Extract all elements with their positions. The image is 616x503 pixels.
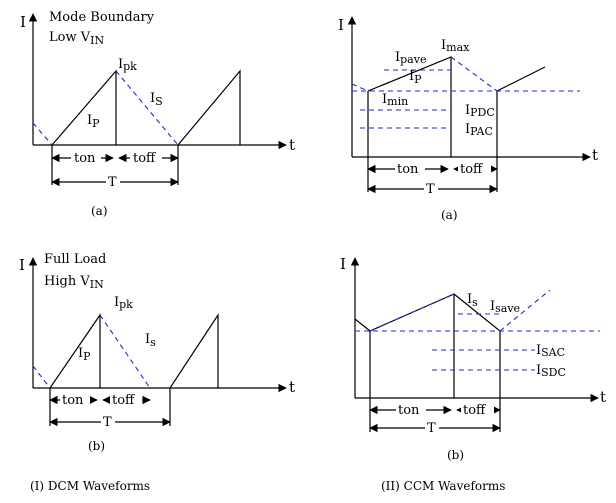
next-primary-ramp (496, 66, 546, 157)
next-primary-ramp (177, 69, 241, 146)
peak-current-label: Ipk (118, 57, 137, 73)
condition-note: Mode Boundary (49, 10, 155, 25)
primary-current-label: IP (87, 113, 100, 130)
toff-label: toff (112, 393, 136, 408)
next-primary-ramp (169, 312, 219, 389)
save-label: Isave (490, 299, 520, 315)
pdc-label: IPDC (465, 103, 495, 119)
toff-label: toff (133, 151, 157, 166)
panel-caption: (a) (91, 204, 108, 218)
ton-label: ton (398, 403, 420, 418)
x-axis-label: t (592, 146, 598, 164)
secondary-current-label: IS (150, 91, 163, 108)
y-axis-label: I (340, 255, 346, 273)
dcm-figure-caption: (I) DCM Waveforms (30, 479, 150, 493)
condition-note-vin: High VIN (44, 274, 104, 291)
panel-caption: (b) (447, 448, 464, 462)
max-current-label: Imax (441, 38, 470, 54)
ccm-panel-a: I t Imax Ipave IP Imin IPDC IPAC ton tof… (338, 16, 598, 222)
primary-current-ramp (51, 69, 117, 146)
primary-current-label: IP (409, 69, 422, 86)
min-current-label: Imin (382, 92, 408, 108)
ton-label: ton (74, 151, 96, 166)
sac-label: ISAC (536, 343, 565, 359)
pac-label: IPAC (465, 122, 493, 138)
secondary-current-ramp (115, 70, 179, 146)
x-axis-label: t (289, 378, 295, 396)
y-axis-label: I (19, 256, 25, 274)
ton-label: ton (397, 162, 419, 177)
ccm-figure-caption: (II) CCM Waveforms (381, 479, 505, 493)
dcm-panel-b: I t Full Load High VIN Ipk IP Is ton tof… (19, 252, 295, 453)
secondary-tail (351, 83, 369, 92)
period-label: T (108, 175, 117, 190)
primary-current-label: IP (78, 346, 91, 363)
y-axis-label: I (338, 16, 344, 34)
y-axis-label: I (20, 13, 26, 31)
x-axis-label: t (289, 136, 295, 154)
ccm-panel-b: I t Is Isave ISAC ISDC ton toff T (b) (340, 255, 606, 462)
secondary-current-ramp (99, 314, 151, 389)
period-label: T (427, 421, 436, 436)
pave-label: Ipave (395, 50, 426, 66)
secondary-tail (32, 122, 53, 146)
x-axis-label: t (600, 388, 606, 406)
condition-note-vin: Low VIN (49, 30, 104, 47)
panel-caption: (a) (441, 208, 458, 222)
period-label: T (426, 182, 435, 197)
panel-caption: (b) (88, 439, 105, 453)
secondary-current-ramp (450, 56, 498, 92)
toff-label: toff (463, 403, 487, 418)
next-secondary-ramp (499, 289, 551, 332)
secondary-tail (32, 365, 51, 389)
primary-dashed-overlay (369, 293, 455, 332)
period-label: T (103, 415, 112, 430)
dcm-panel-a: I t Mode Boundary Low VIN Ipk IP IS ton … (20, 10, 295, 218)
primary-current-ramp (49, 313, 101, 389)
sdc-label: ISDC (536, 363, 566, 379)
secondary-current-label: Is (467, 292, 478, 309)
peak-current-label: Ipk (114, 295, 133, 311)
condition-note: Full Load (44, 252, 106, 267)
toff-label: toff (460, 162, 484, 177)
ton-label: ton (62, 393, 84, 408)
secondary-current-label: Is (145, 332, 156, 349)
